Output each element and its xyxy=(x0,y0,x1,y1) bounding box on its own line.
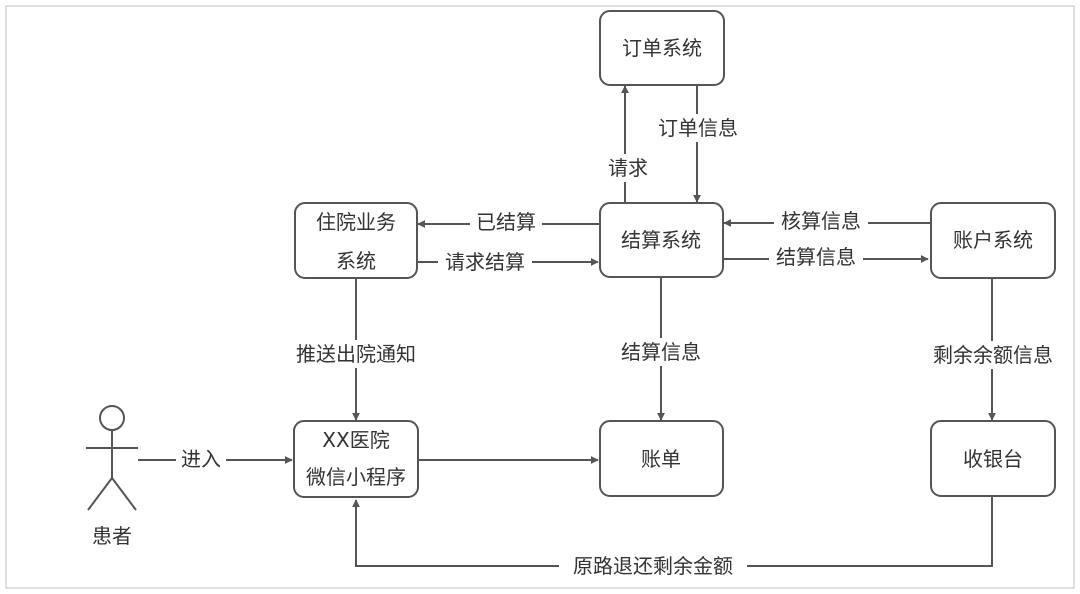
node-account-system: 账户系统 xyxy=(930,202,1056,279)
node-mini-program: XX医院 微信小程序 xyxy=(293,420,419,498)
node-bill: 账单 xyxy=(599,420,724,497)
edge-request-settlement: 请求结算 xyxy=(418,248,599,276)
edge-remaining-balance: 剩余余额信息 xyxy=(923,279,1063,421)
edge-enter: 进入 xyxy=(138,446,293,474)
edge-label-verify-info: 核算信息 xyxy=(781,209,861,233)
edge-label-request: 请求 xyxy=(608,156,648,180)
node-label-inpatient-line2: 系统 xyxy=(336,249,376,273)
node-label-inpatient-line1: 住院业务 xyxy=(316,210,396,234)
diagram-frame xyxy=(5,5,1075,589)
edge-label-discharge-notice: 推送出院通知 xyxy=(296,342,416,366)
edge-settled: 已结算 xyxy=(417,210,600,238)
edge-refund: 原路退还剩余金额 xyxy=(352,497,993,580)
edge-verify-info: 核算信息 xyxy=(723,209,930,237)
patient-label: 患者 xyxy=(92,524,132,548)
node-inpatient-system: 住院业务 系统 xyxy=(294,202,418,279)
edge-label-settled: 已结算 xyxy=(476,210,536,234)
edge-label-order-info: 订单信息 xyxy=(658,116,738,140)
edge-label-enter: 进入 xyxy=(181,447,221,471)
edge-label-request-settlement: 请求结算 xyxy=(445,250,525,274)
patient-actor-icon xyxy=(86,405,138,511)
node-label-mini-program-line1: XX医院 xyxy=(322,428,389,452)
node-label-mini-program-line2: 微信小程序 xyxy=(306,465,406,489)
edge-order-info: 订单信息 xyxy=(652,86,744,203)
edge-settlement-info-bill: 结算信息 xyxy=(614,278,708,421)
edge-settlement-info-account: 结算信息 xyxy=(724,245,929,273)
node-order-system: 订单系统 xyxy=(599,10,725,86)
edge-label-settlement-info-bill: 结算信息 xyxy=(621,340,701,364)
node-label-bill: 账单 xyxy=(641,447,681,471)
edge-request: 请求 xyxy=(601,85,651,202)
node-label-account-system: 账户系统 xyxy=(953,228,1033,252)
edge-label-settlement-info-account: 结算信息 xyxy=(776,245,856,269)
node-cashier: 收银台 xyxy=(930,420,1056,497)
node-label-cashier: 收银台 xyxy=(963,447,1023,471)
node-label-settlement-system: 结算系统 xyxy=(621,228,701,252)
node-label-order-system: 订单系统 xyxy=(622,36,702,60)
edge-discharge-notice: 推送出院通知 xyxy=(288,279,424,421)
node-settlement-system: 结算系统 xyxy=(599,202,724,278)
edge-label-remaining-balance: 剩余余额信息 xyxy=(933,343,1053,367)
edge-label-refund: 原路退还剩余金额 xyxy=(573,554,733,578)
